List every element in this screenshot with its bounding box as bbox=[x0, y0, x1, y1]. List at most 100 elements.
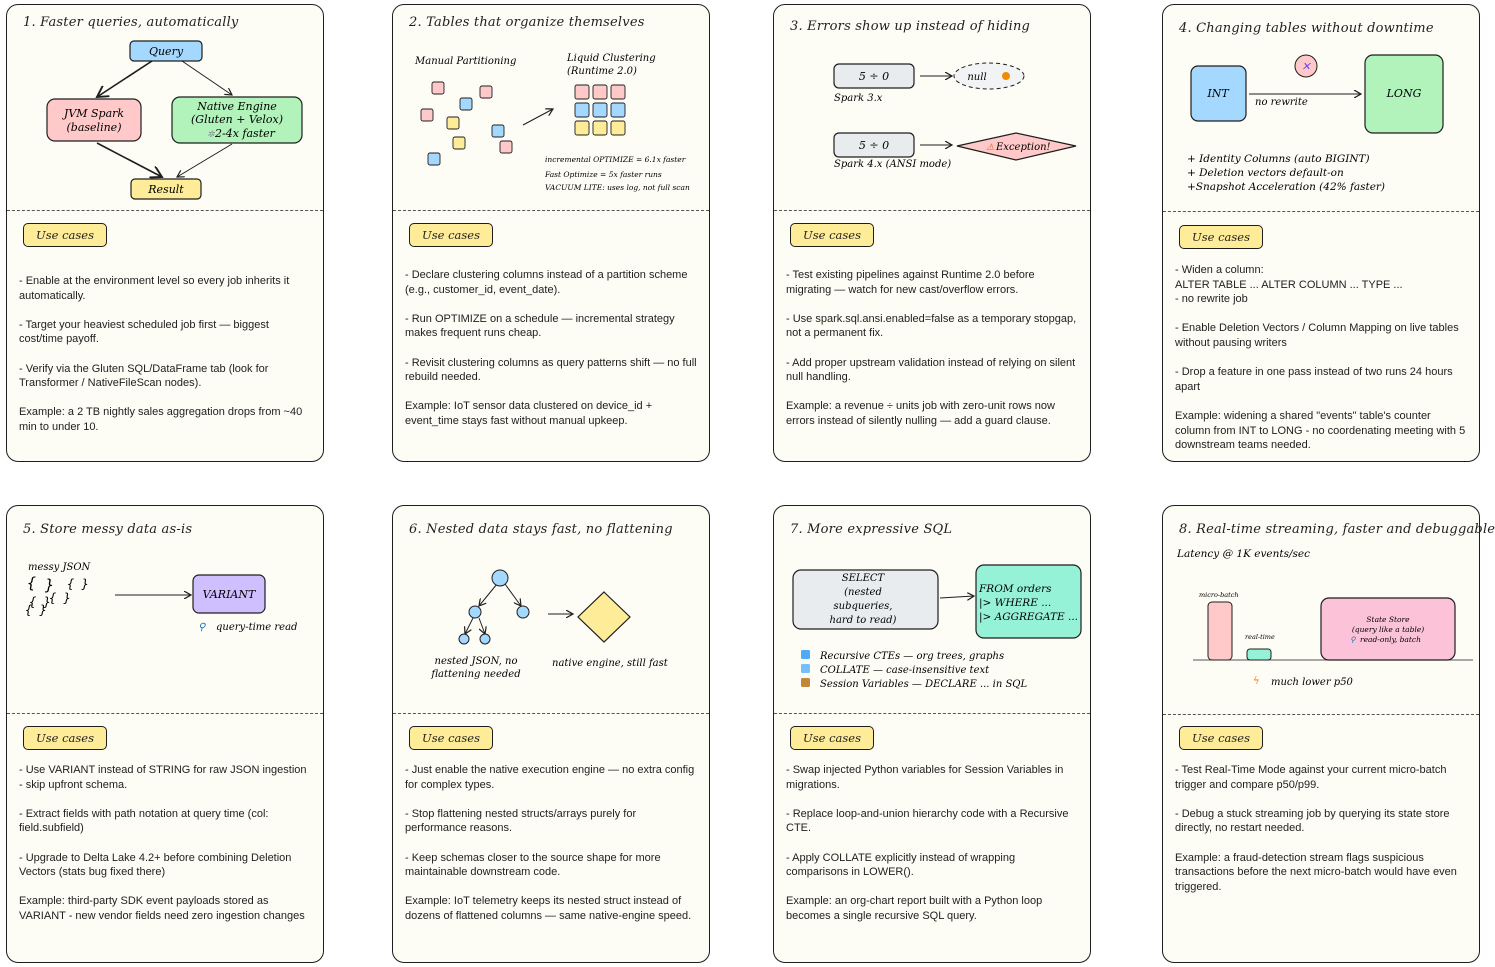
int-label: INT bbox=[1206, 87, 1230, 100]
box-icon bbox=[801, 678, 810, 687]
card-1: 1. Faster queries, automatically Query J… bbox=[6, 4, 324, 462]
card-3: 3. Errors show up instead of hiding 5 ÷ … bbox=[773, 4, 1091, 462]
long-box bbox=[1364, 54, 1444, 134]
note-item: - Verify via the Gluten SQL/DataFrame ta… bbox=[19, 362, 269, 390]
spark4-label: Spark 4.x (ANSI mode) bbox=[834, 159, 951, 170]
note-item: Example: IoT telemetry keeps its nested … bbox=[405, 895, 692, 922]
card-title: 8. Real-time streaming, faster and debug… bbox=[1179, 522, 1495, 537]
stat-fast-optimize: Fast Optimize = 5x faster runs bbox=[544, 170, 662, 179]
note-item: Example: IoT sensor data clustered on de… bbox=[405, 400, 653, 427]
pipe-line: FROM orders bbox=[978, 583, 1052, 595]
sql-line: SELECT bbox=[842, 573, 886, 584]
no-lock-icon bbox=[1294, 54, 1318, 78]
sql-line: hard to read) bbox=[830, 615, 897, 626]
nested-sql-box bbox=[792, 569, 939, 630]
feature-line: COLLATE — case-insensitive text bbox=[820, 665, 990, 676]
use-cases-badge: Use cases bbox=[790, 726, 874, 750]
note-item: Example: a revenue ÷ units job with zero… bbox=[786, 400, 1055, 427]
native-fast-label: native engine, still fast bbox=[552, 658, 669, 669]
feature-bullet: + Deletion vectors default-on bbox=[1187, 167, 1344, 179]
note-item: - Declare clustering columns instead of … bbox=[405, 269, 688, 296]
note-item: - Enable Deletion Vectors / Column Mappi… bbox=[1175, 322, 1459, 349]
note-item: - Target your heaviest scheduled job fir… bbox=[19, 318, 269, 346]
int-box bbox=[1190, 65, 1247, 122]
lightning-icon: ϟ bbox=[1253, 676, 1260, 687]
note-item: Example: a fraud-detection stream flags … bbox=[1175, 851, 1457, 893]
note-item: - Run OPTIMIZE on a schedule — increment… bbox=[405, 312, 675, 340]
variant-diagram: messy JSON { } { } { } { } { } VARIANT ⚲… bbox=[25, 562, 297, 633]
svg-text:{ }: { } bbox=[29, 595, 51, 609]
note-item: Example: a 2 TB nightly sales aggregatio… bbox=[19, 406, 303, 433]
exception-label: Exception! bbox=[995, 142, 1051, 153]
svg-text:}: } bbox=[44, 576, 54, 594]
divider bbox=[1163, 211, 1479, 212]
svg-text:{: { bbox=[27, 574, 36, 592]
note-item: - Just enable the native execution engin… bbox=[405, 764, 695, 791]
card-2: 2. Tables that organize themselves Manua… bbox=[392, 4, 710, 462]
card-7: 7. More expressive SQL SELECT (nested su… bbox=[773, 505, 1091, 963]
native-engine-diamond bbox=[577, 591, 631, 643]
gear-icon: ✲ bbox=[207, 130, 215, 140]
note-item: - Use VARIANT instead of STRING for raw … bbox=[19, 764, 307, 791]
native-engine-diagram: Query JVM Spark (baseline) Native Engine… bbox=[46, 40, 303, 200]
close-icon: ✕ bbox=[1301, 60, 1311, 73]
use-case-notes: - Swap injected Python variables for Ses… bbox=[786, 763, 1078, 938]
card-title: 3. Errors show up instead of hiding bbox=[790, 19, 1031, 34]
note-item: - Extract fields with path notation at q… bbox=[19, 807, 269, 835]
null-bubble bbox=[953, 62, 1025, 90]
jvm-sub: (baseline) bbox=[67, 121, 122, 134]
use-cases-badge: Use cases bbox=[790, 223, 874, 247]
pipe-sql-box bbox=[975, 564, 1082, 639]
result-label: Result bbox=[147, 183, 184, 196]
pipe-line: |> AGGREGATE ... bbox=[979, 611, 1078, 624]
real-time-bar bbox=[1246, 648, 1272, 661]
use-cases-badge: Use cases bbox=[409, 726, 493, 750]
feature-line: Session Variables — DECLARE ... in SQL bbox=[820, 679, 1028, 690]
note-item: - Use spark.sql.ansi.enabled=false as a … bbox=[786, 312, 1077, 340]
note-item: - Keep schemas closer to the source shap… bbox=[405, 851, 661, 879]
feature-line: Recursive CTEs — org trees, graphs bbox=[819, 651, 1004, 662]
search-icon: ⚲ bbox=[198, 622, 206, 633]
micro-batch-label: micro-batch bbox=[1199, 591, 1239, 599]
query-box bbox=[129, 40, 203, 62]
nested-data-diagram: nested JSON, no flattening needed native… bbox=[430, 569, 669, 680]
search-icon: ⚲ bbox=[1350, 635, 1356, 644]
card-5: 5. Store messy data as-is messy JSON { }… bbox=[6, 505, 324, 963]
card-title: 5. Store messy data as-is bbox=[23, 522, 193, 537]
jvm-label: JVM Spark bbox=[62, 107, 125, 120]
svg-text:{ }: { } bbox=[25, 603, 47, 617]
micro-batch-bar bbox=[1207, 601, 1233, 661]
use-cases-badge: Use cases bbox=[409, 223, 493, 247]
use-case-notes: - Test existing pipelines against Runtim… bbox=[786, 268, 1078, 443]
variant-label: VARIANT bbox=[203, 588, 257, 601]
note-item: - Stop flattening nested structs/arrays … bbox=[405, 807, 637, 835]
note-item: - Widen a column: ALTER TABLE ... ALTER … bbox=[1175, 264, 1403, 306]
native-sub: (Gluten + Velox) bbox=[191, 113, 283, 126]
expr-label: 5 ÷ 0 bbox=[859, 139, 889, 152]
json-braces: { } { } { } { } { } bbox=[25, 574, 89, 617]
variant-box bbox=[192, 574, 266, 614]
state-store-box bbox=[1320, 597, 1456, 661]
native-speed: 2-4x faster bbox=[214, 127, 276, 140]
use-cases-badge: Use cases bbox=[1179, 726, 1263, 750]
note-item: Example: an org-chart report built with … bbox=[786, 895, 1043, 922]
warning-icon: ⚠ bbox=[986, 143, 994, 153]
divider bbox=[393, 713, 709, 714]
streaming-latency-diagram: Latency @ 1K events/sec micro-batch real… bbox=[1176, 548, 1473, 688]
note-item: Example: widening a shared "events" tabl… bbox=[1175, 409, 1466, 452]
note-item: - Replace loop-and-union hierarchy code … bbox=[786, 807, 1069, 835]
state-store-label: State Store bbox=[1366, 615, 1410, 624]
expr-box-spark4 bbox=[833, 132, 915, 158]
note-item: - Test existing pipelines against Runtim… bbox=[786, 269, 1035, 296]
feature-bullet: +Snapshot Acceleration (42% faster) bbox=[1187, 181, 1385, 193]
manual-label: Manual Partitioning bbox=[414, 56, 516, 67]
liquid-sub: (Runtime 2.0) bbox=[567, 66, 637, 77]
note-item: - Revisit clustering columns as query pa… bbox=[405, 356, 697, 384]
fire-icon bbox=[1002, 72, 1010, 80]
use-case-notes: - Widen a column: ALTER TABLE ... ALTER … bbox=[1175, 263, 1467, 467]
pipe-sql-diagram: SELECT (nested subqueries, hard to read)… bbox=[792, 564, 1082, 690]
note-item: - Swap injected Python variables for Ses… bbox=[786, 764, 1064, 791]
divider bbox=[1163, 714, 1479, 715]
expr-box-spark3 bbox=[833, 63, 915, 89]
use-cases-badge: Use cases bbox=[1179, 225, 1263, 249]
